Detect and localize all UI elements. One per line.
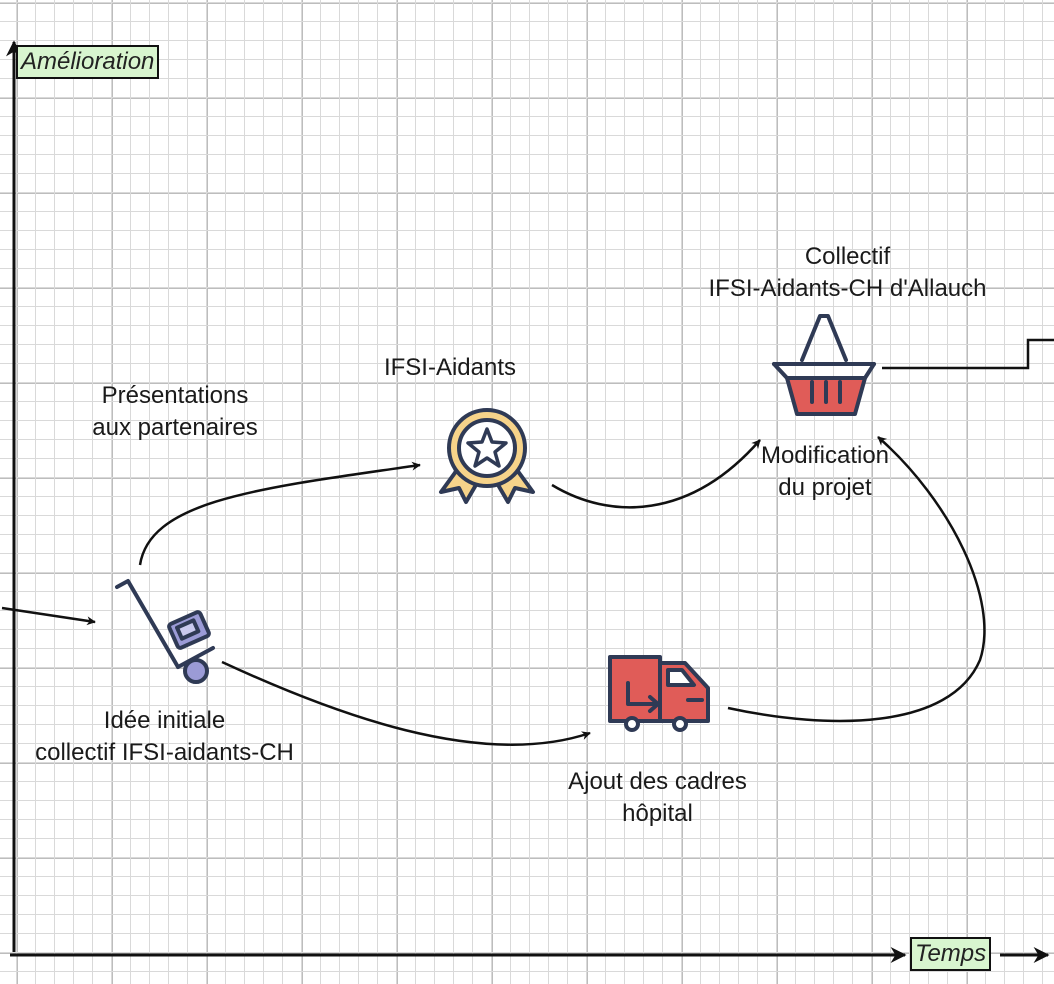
node-label-idee: Idée initiale collectif IFSI-aidants-CH [35, 707, 294, 766]
node-label-presentations: Présentations aux partenaires [92, 382, 258, 441]
connector-ajout-collectif [727, 436, 986, 723]
y-axis-label: Amélioration [16, 45, 160, 79]
connector-incoming [1, 606, 96, 626]
hand-truck-icon [115, 579, 215, 684]
node-label-collectif: Collectif IFSI-Aidants-CH d'Allauch [708, 243, 987, 302]
connector-collectif-out [882, 338, 1054, 370]
award-badge-icon [439, 408, 535, 504]
node-label-ifsi-aidants: IFSI-Aidants [383, 354, 517, 381]
connector-idee-ajout [221, 660, 591, 746]
shopping-basket-icon [772, 314, 876, 416]
node-label-modification: Modification du projet [760, 442, 890, 501]
delivery-truck-icon [608, 655, 710, 732]
x-axis-label: Temps [910, 937, 992, 971]
connector-idee-ifsi [138, 461, 421, 566]
connector-ifsi-collectif [551, 439, 761, 509]
node-label-ajout: Ajout des cadres hôpital [568, 768, 747, 827]
